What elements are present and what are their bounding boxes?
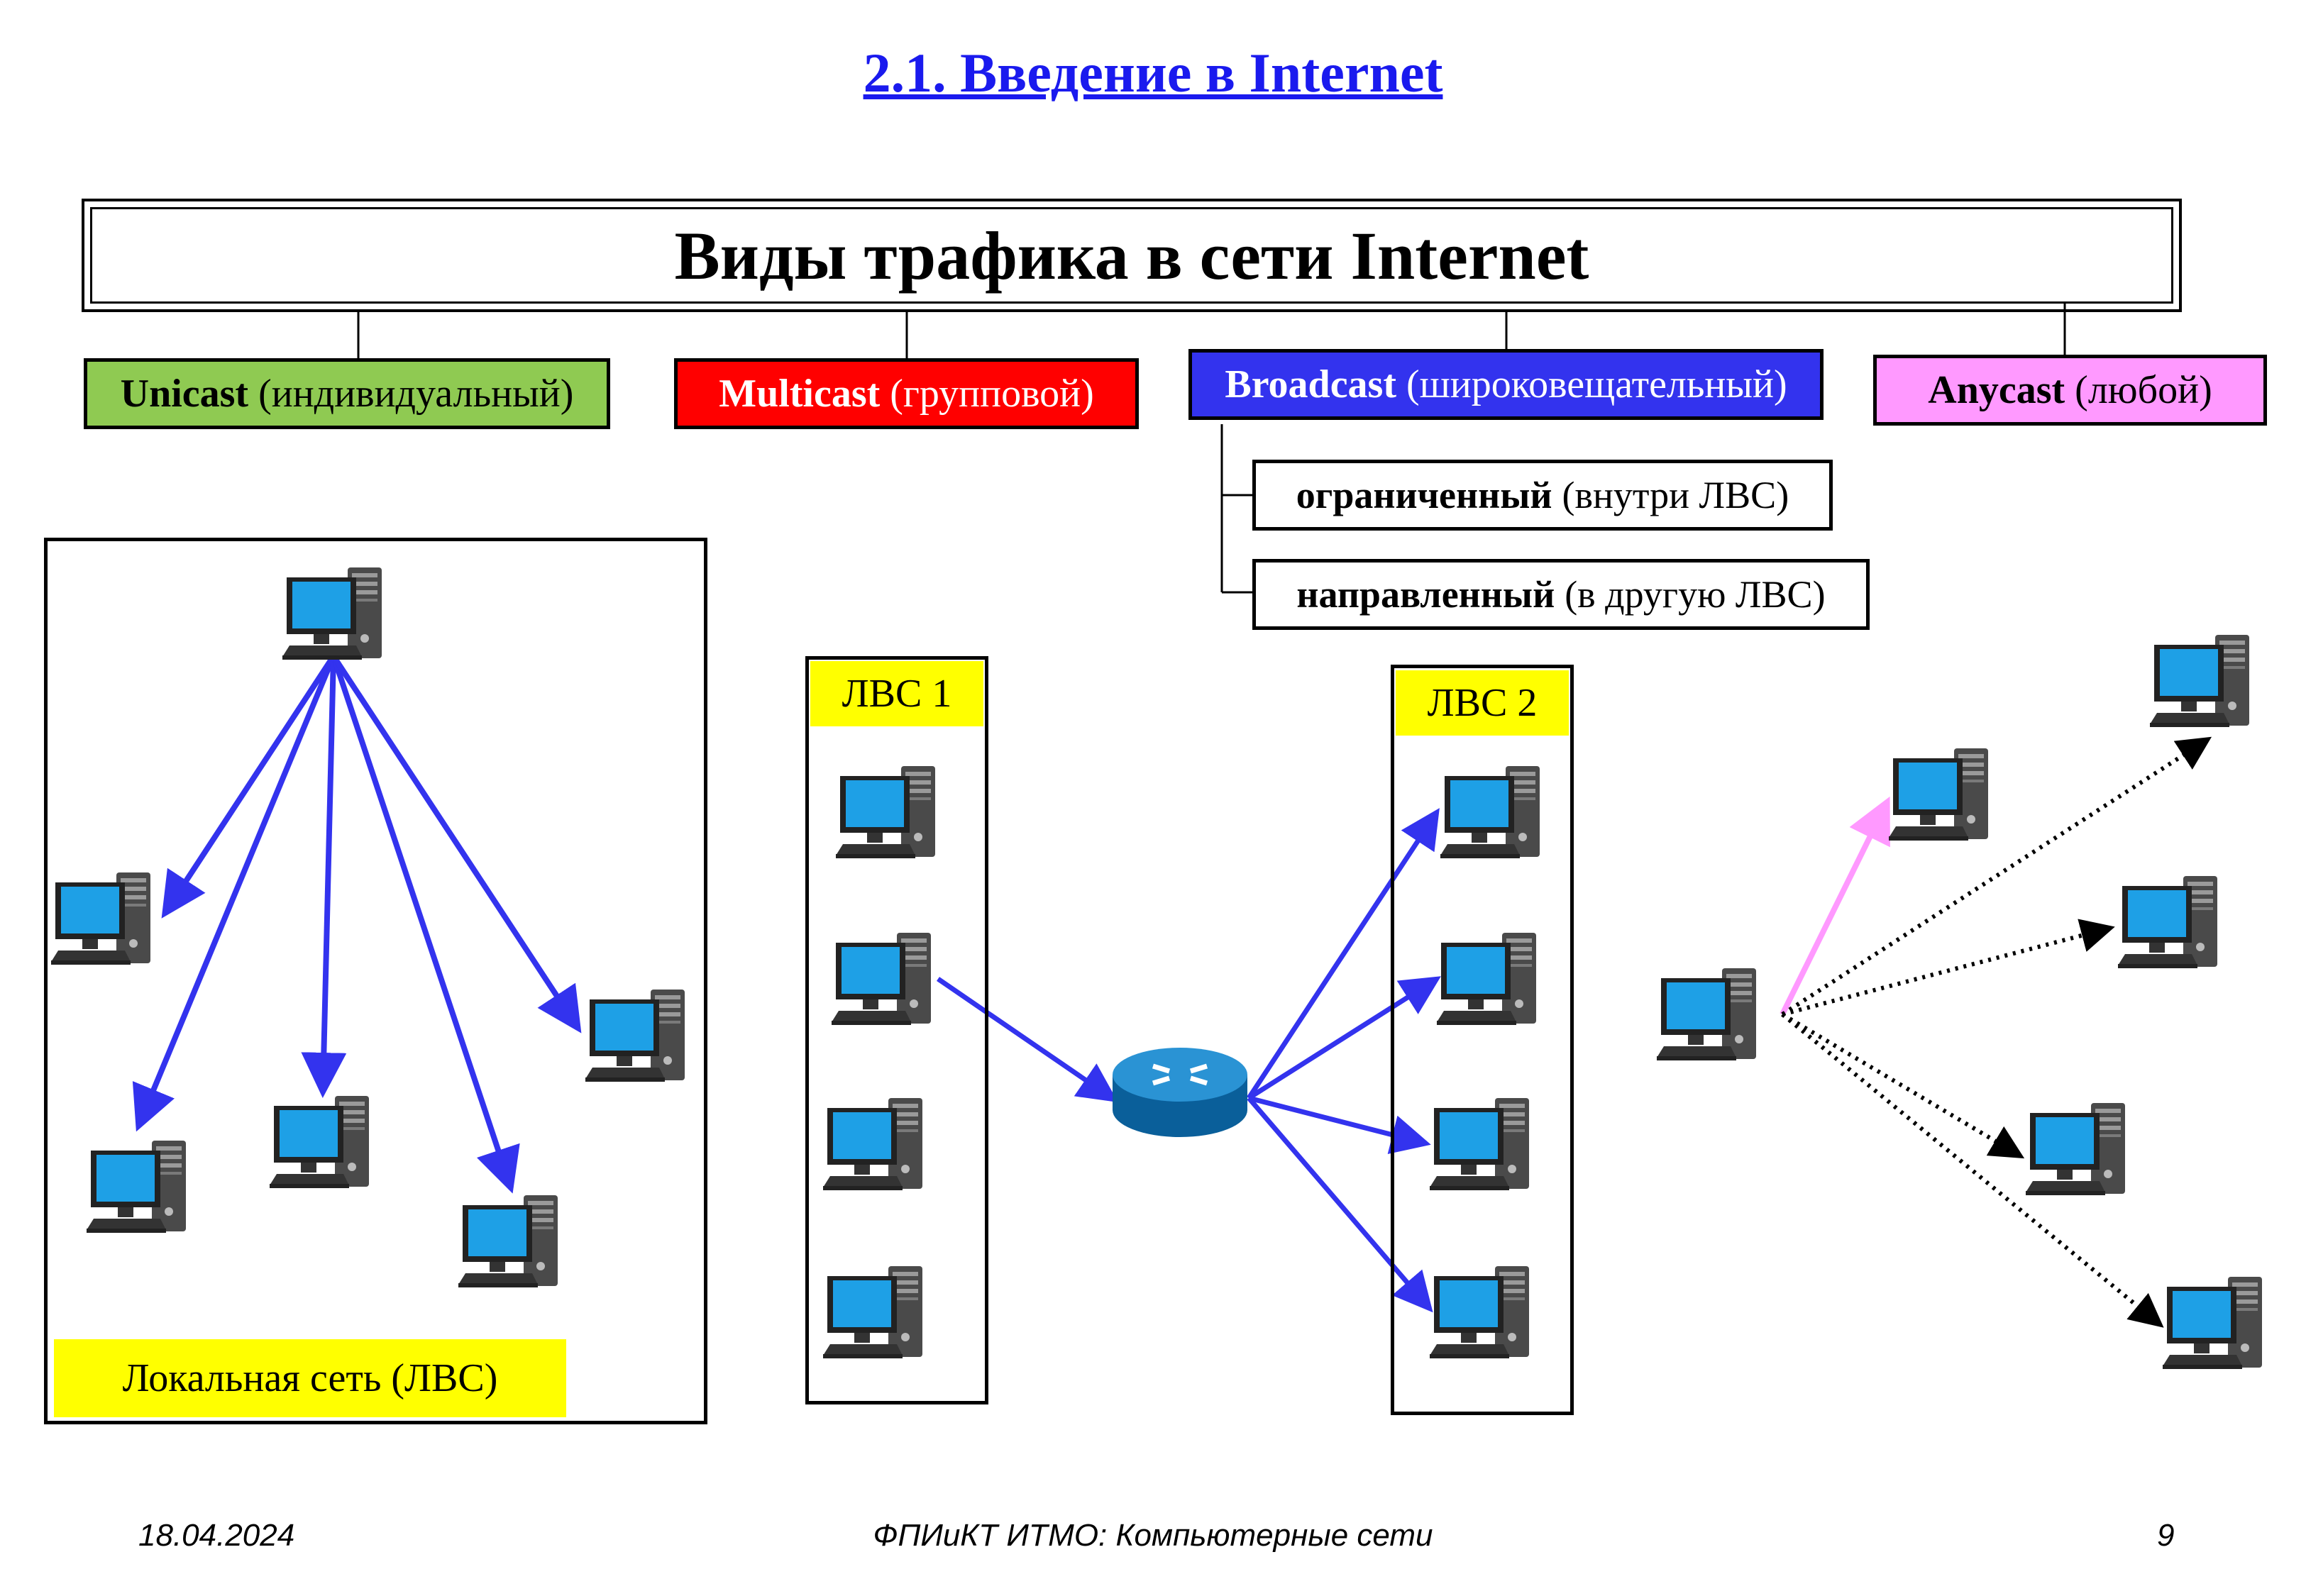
- broadcast-box: Broadcast (широковещательный): [1188, 349, 1824, 420]
- tree-connectors: [357, 304, 2066, 594]
- broadcast-directed-box: направленный (в другую ЛВС): [1252, 559, 1870, 630]
- anycast-selected-arrow: [1780, 796, 1890, 1016]
- desktop-computer-icon: [1889, 748, 1988, 841]
- limited-desc: (внутри ЛВС): [1562, 474, 1789, 516]
- multicast-box: Multicast (групповой): [674, 358, 1139, 429]
- lan1-frame: [805, 656, 988, 1404]
- unicast-box: Unicast (индивидуальный): [84, 358, 610, 429]
- multicast-name: Multicast: [719, 372, 881, 416]
- anycast-box: Anycast (любой): [1873, 355, 2267, 426]
- desktop-computer-icon: [2163, 1277, 2262, 1369]
- directed-name: направленный: [1296, 573, 1555, 616]
- footer-date: 18.04.2024: [138, 1518, 295, 1553]
- lan1-label: ЛВС 1: [810, 661, 983, 726]
- desktop-computer-icon: [2026, 1103, 2125, 1195]
- lan-arrows: [132, 654, 582, 1194]
- directed-desc: (в другую ЛВС): [1565, 573, 1826, 616]
- traffic-types-box: Виды трафика в сети Internet: [82, 199, 2182, 312]
- desktop-computer-icon: [2118, 876, 2217, 968]
- limited-name: ограниченный: [1296, 474, 1552, 516]
- slide-title: 2.1. Введение в Internet: [863, 42, 1443, 104]
- unicast-desc: (индивидуальный): [258, 372, 574, 416]
- lan2-frame: [1391, 665, 1574, 1415]
- desktop-computer-icon: [1657, 968, 1756, 1060]
- broadcast-arrows: [937, 808, 1441, 1313]
- broadcast-desc: (широковещательный): [1406, 362, 1787, 406]
- lan-frame: [44, 538, 707, 1424]
- desktop-computer-icon: [2150, 635, 2249, 727]
- anycast-dotted-arrows: [1781, 736, 2212, 1328]
- traffic-types-heading: Виды трафика в сети Internet: [90, 207, 2173, 304]
- footer-course: ФПИиКТ ИТМО: Компьютерные сети: [873, 1518, 1433, 1553]
- broadcast-limited-box: ограниченный (внутри ЛВС): [1252, 460, 1833, 531]
- router-icon: [1113, 1048, 1247, 1137]
- multicast-desc: (групповой): [890, 372, 1094, 416]
- broadcast-name: Broadcast: [1225, 362, 1396, 406]
- lan-label: Локальная сеть (ЛВС): [54, 1339, 566, 1417]
- anycast-desc: (любой): [2075, 368, 2212, 412]
- lan2-label: ЛВС 2: [1396, 670, 1569, 736]
- unicast-name: Unicast: [120, 372, 249, 416]
- footer-page-number: 9: [2157, 1518, 2175, 1553]
- anycast-name: Anycast: [1928, 368, 2065, 412]
